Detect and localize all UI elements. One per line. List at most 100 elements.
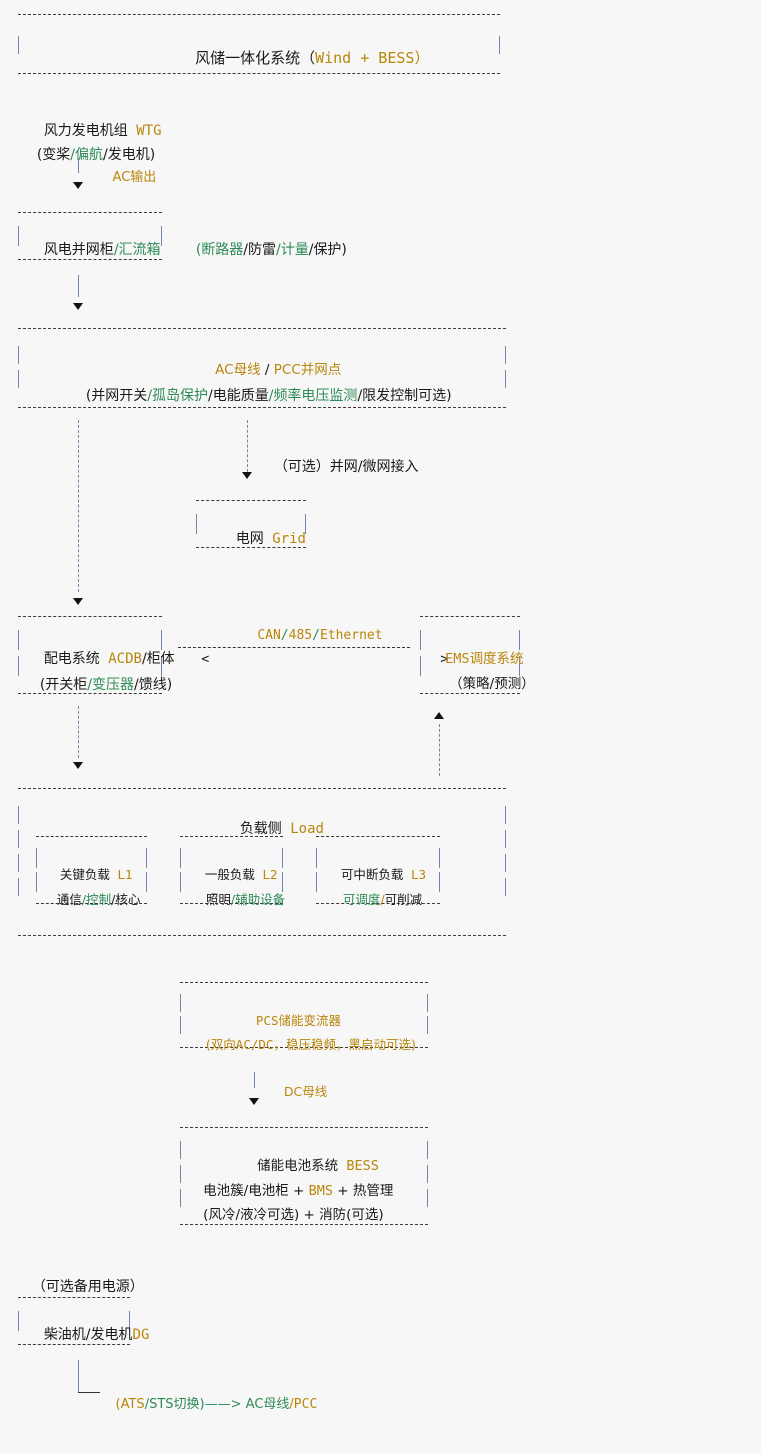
box-right-pipe-2: [161, 656, 162, 676]
load-item-l2-box: [176, 836, 287, 904]
comms-s3: /: [312, 628, 320, 643]
combiner-title-alt: 汇流箱: [118, 242, 161, 258]
l3-name: 可中断负载: [340, 866, 404, 882]
bess-l3-text: (风冷/液冷可选) + 消防(可选): [203, 1206, 384, 1223]
box-left-pipe-1: [18, 630, 19, 650]
box-left-pipe: [18, 36, 19, 54]
combiner-title-cn: 风电并网柜: [43, 242, 114, 258]
box-left-pipe-1: [180, 1141, 181, 1159]
l2-tag: L2: [262, 866, 278, 882]
wtg-to-combiner-line: [78, 158, 79, 173]
ats-p6: PCC: [293, 1397, 318, 1412]
comms-arrow-right-glyph: >: [440, 652, 449, 667]
load-item-l1-box: [32, 836, 151, 904]
l1-name: 关键负载: [59, 866, 110, 882]
ems-title-cn: 调度系统: [469, 650, 524, 667]
comms-bus-dashed-line: [178, 647, 410, 648]
combiner-note-p2: 防雷: [248, 242, 276, 258]
box-bottom-border: [18, 259, 162, 260]
load-box: [14, 788, 510, 936]
box-top-border: [180, 982, 428, 983]
diesel-generator-box: [14, 1297, 134, 1345]
distribution-box: [14, 616, 166, 694]
grid-label-cn: 电网: [235, 531, 264, 547]
acbus-sub-p8: 限发控制可选): [362, 388, 452, 404]
grid-label-en-space: [264, 531, 272, 547]
comms-p2: 485: [288, 628, 313, 643]
box-top-border: [18, 616, 162, 617]
comms-arrow-left-icon: <: [170, 640, 209, 679]
box-bottom-border: [196, 547, 306, 548]
box-left-pipe-3: [18, 854, 19, 872]
bess-title-cn: 储能电池系统: [257, 1157, 339, 1174]
l1-d0: 通信: [56, 891, 82, 907]
box-right-pipe-1: [146, 848, 147, 868]
l1-d3: /: [111, 891, 116, 907]
pcs-sub-4: ，稳压稳频，黑启动可选): [273, 1036, 416, 1052]
ac-bus-box: [14, 328, 510, 408]
ats-link-label: (ATS/STS切换)——> AC母线/PCC: [99, 1385, 318, 1424]
box-bottom-border: [180, 903, 283, 904]
bess-line3: (风冷/液冷可选) + 消防(可选): [186, 1195, 384, 1236]
l3-space: [403, 867, 411, 882]
dist-det-p4: 馈线): [138, 677, 173, 693]
dc-bus-label: DC母线: [268, 1073, 327, 1111]
dist-det-s3: /: [134, 677, 139, 693]
pcs-sub-1: AC: [235, 1036, 251, 1052]
load-title-en: Load: [290, 821, 324, 837]
box-top-border: [180, 1127, 428, 1128]
box-right-pipe-4: [505, 878, 506, 896]
distribution-detail: (开关柜/变压器/馈线): [22, 664, 172, 706]
wtg-title-cn: 风力发电机组: [43, 123, 128, 139]
wtg-detail-p0: (变桨: [36, 147, 71, 163]
load-item-l3-detail: 可调度/可削减: [327, 881, 422, 919]
box-right-pipe-2: [505, 830, 506, 848]
load-item-l1-title: 关键负载 L1: [44, 856, 133, 894]
dc-bus-label-text: DC母线: [283, 1083, 328, 1099]
backup-section-label-text: （可选备用电源）: [31, 1279, 144, 1295]
wtg-arrow-down-icon: [73, 182, 83, 189]
wtg-tag: WTG: [136, 123, 162, 139]
acbus-sub-p6: 频率电压监测: [273, 388, 358, 404]
combiner-arrow-down-icon: [73, 303, 83, 310]
box-right-pipe-1: [282, 848, 283, 868]
load-title-space: [282, 821, 290, 837]
ems-box: [416, 616, 524, 694]
box-left-pipe-2: [180, 872, 181, 892]
box-bottom-border: [18, 73, 500, 74]
box-right-pipe: [499, 36, 500, 54]
acbus-sub-s1: /: [147, 388, 152, 404]
bess-box: [176, 1127, 432, 1225]
box-left-pipe: [196, 514, 197, 534]
box-left-pipe-1: [36, 848, 37, 868]
ac-bus-title: AC母线 / PCC并网点: [198, 350, 341, 391]
box-right-pipe-2: [439, 872, 440, 892]
ats-p2: STS切换): [149, 1397, 205, 1412]
distribution-title: 配电系统 ACDB/柜体: [26, 638, 175, 680]
acbus-sub-s7: /: [357, 388, 363, 404]
box-left-pipe-1: [18, 806, 19, 824]
ats-p0: (ATS: [115, 1397, 145, 1412]
comms-bus-label: CAN/485/Ethernet: [226, 616, 382, 655]
acbus-sub-p4: 电能质量: [212, 388, 269, 404]
combiner-note-s1: /: [243, 242, 248, 258]
dist-title-sep: /: [141, 651, 147, 667]
ac-bus-subtitle: (并网开关/孤岛保护/电能质量/频率电压监测/限发控制可选): [68, 375, 452, 417]
box-top-border: [18, 14, 500, 15]
dg-down-line: [78, 1360, 79, 1392]
wtg-ac-output-label: AC输出: [96, 158, 157, 197]
load-item-l1-detail: 通信/控制/核心: [41, 881, 140, 919]
box-left-pipe-2: [316, 872, 317, 892]
ac-bus-title-1: AC母线: [215, 361, 261, 378]
grid-label: 电网 Grid: [218, 518, 306, 560]
pcs-title-en: PCS: [255, 1012, 279, 1028]
grid-edge-label-text: （可选）并网/微网接入: [273, 459, 419, 475]
pcs-box: [176, 982, 432, 1048]
dist-title-cn: 配电系统: [43, 651, 100, 667]
wtg-title: 风力发电机组 WTG: [26, 110, 162, 152]
box-left-pipe-1: [420, 630, 421, 650]
pcs-sub-3: DC: [258, 1036, 274, 1052]
bess-title-en: BESS: [346, 1157, 379, 1174]
box-top-border: [36, 836, 147, 837]
box-bottom-border: [180, 1047, 428, 1048]
